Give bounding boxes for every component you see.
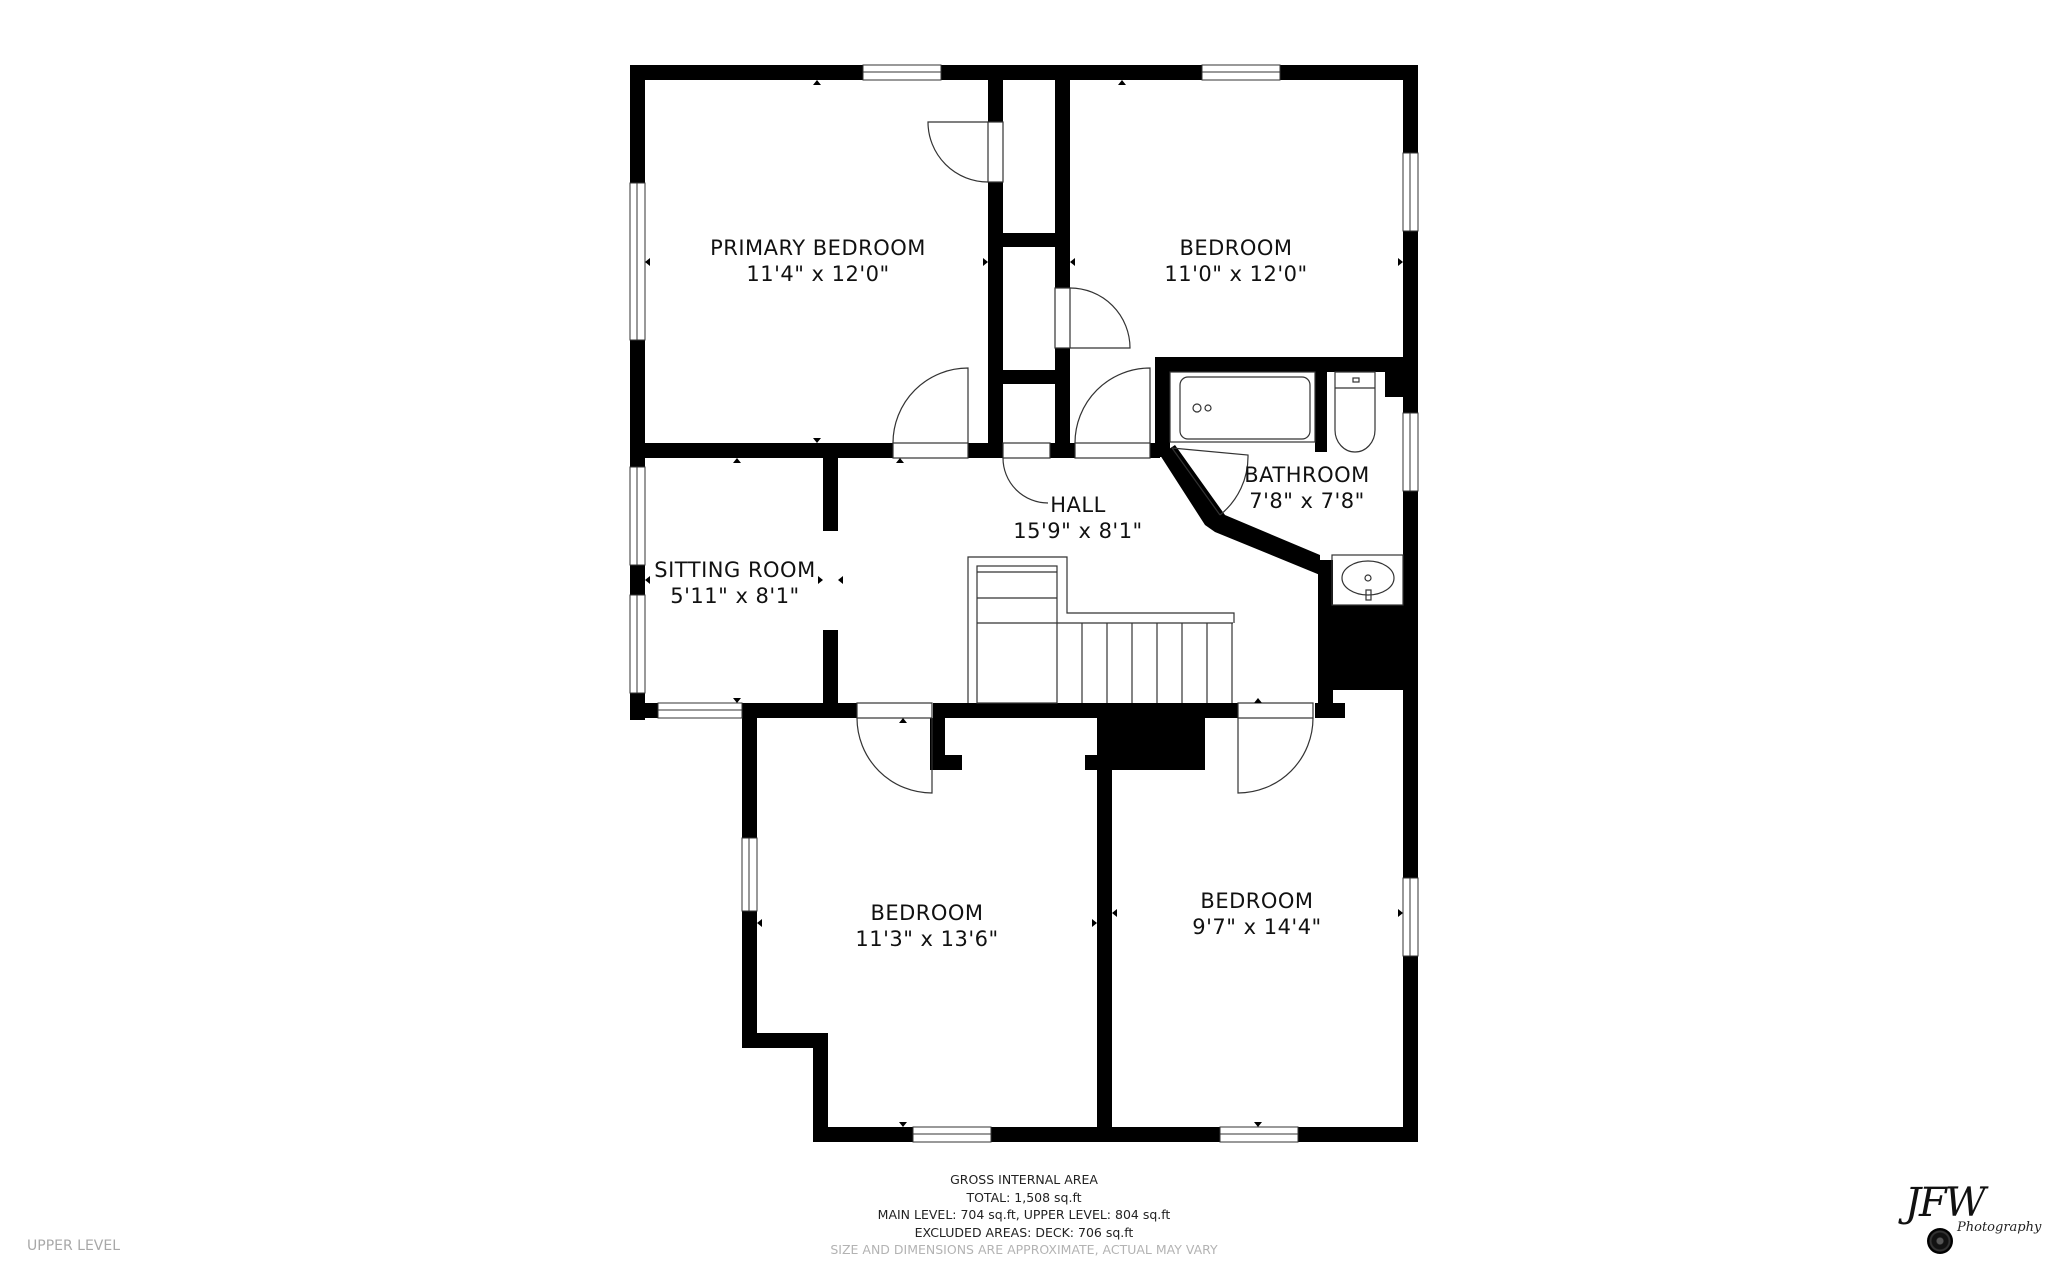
room-name: HALL	[1050, 493, 1106, 517]
room-name: PRIMARY BEDROOM	[710, 236, 926, 260]
windows	[629, 64, 1419, 1143]
room-dimensions: 15'9" x 8'1"	[1013, 519, 1143, 543]
area-title: GROSS INTERNAL AREA	[950, 1172, 1098, 1187]
area-levels: MAIN LEVEL: 704 sq.ft, UPPER LEVEL: 804 …	[877, 1207, 1171, 1222]
camera-lens-icon	[1927, 1228, 1953, 1254]
area-total: TOTAL: 1,508 sq.ft	[966, 1189, 1082, 1205]
room-name: BEDROOM	[1179, 236, 1293, 260]
room-label-hall: HALL 15'9" x 8'1"	[1013, 492, 1142, 544]
room-label-bedroom-ne: BEDROOM 11'0" x 12'0"	[1164, 235, 1307, 287]
room-label-bedroom-se: BEDROOM 9'7" x 14'4"	[1192, 888, 1321, 940]
stairs	[967, 556, 1235, 704]
room-dimensions: 11'0" x 12'0"	[1164, 262, 1308, 286]
brand-monogram: JFW	[1905, 1180, 1986, 1226]
room-label-bedroom-sw: BEDROOM 11'3" x 13'6"	[855, 900, 998, 952]
bathtub	[1169, 371, 1316, 443]
room-dimensions: 11'3" x 13'6"	[855, 927, 999, 951]
brand-logo: JFW Photography	[1905, 1180, 2045, 1260]
doors	[856, 121, 1314, 794]
room-dimensions: 11'4" x 12'0"	[746, 262, 890, 286]
room-dimensions: 7'8" x 7'8"	[1249, 489, 1365, 513]
bathroom-fixtures	[1169, 371, 1404, 606]
area-excluded: EXCLUDED AREAS: DECK: 706 sq.ft	[914, 1224, 1134, 1240]
room-name: BEDROOM	[1200, 889, 1314, 913]
room-name: BEDROOM	[870, 901, 984, 925]
area-summary: GROSS INTERNAL AREA TOTAL: 1,508 sq.ft M…	[830, 1171, 1217, 1259]
dimension-markers	[645, 80, 1403, 1127]
area-disclaimer: SIZE AND DIMENSIONS ARE APPROXIMATE, ACT…	[830, 1242, 1218, 1257]
brand-subtitle: Photography	[1957, 1220, 2042, 1235]
sink-counter	[1331, 554, 1404, 606]
room-label-sitting-room: SITTING ROOM 5'11" x 8'1"	[654, 557, 815, 609]
room-dimensions: 9'7" x 14'4"	[1192, 915, 1322, 939]
level-label: UPPER LEVEL	[27, 1238, 121, 1254]
room-dimensions: 5'11" x 8'1"	[670, 584, 800, 608]
toilet	[1334, 371, 1376, 453]
room-label-primary-bedroom: PRIMARY BEDROOM 11'4" x 12'0"	[710, 235, 926, 287]
room-name: BATHROOM	[1244, 463, 1370, 487]
room-label-bathroom: BATHROOM 7'8" x 7'8"	[1244, 462, 1370, 514]
room-name: SITTING ROOM	[654, 558, 816, 582]
